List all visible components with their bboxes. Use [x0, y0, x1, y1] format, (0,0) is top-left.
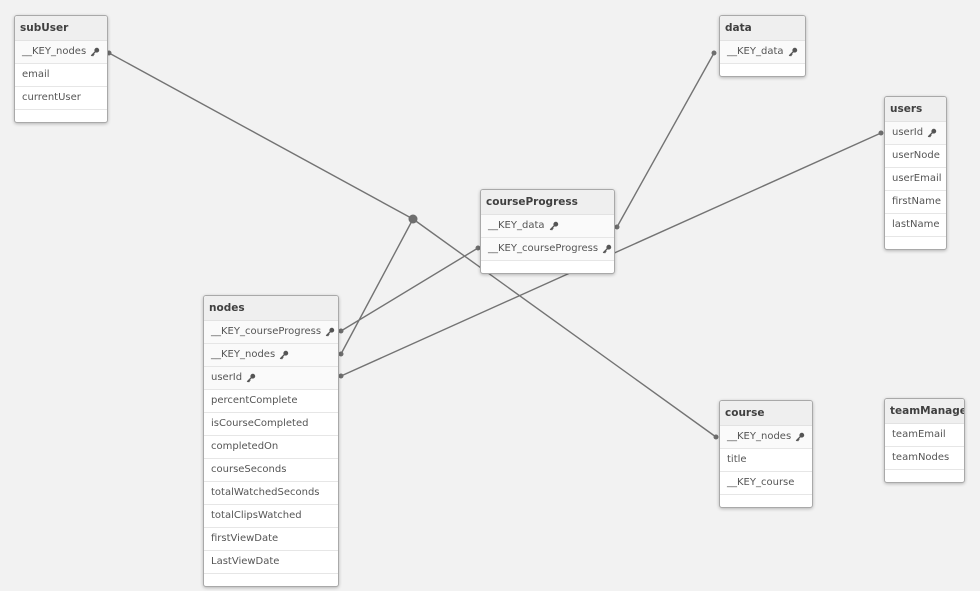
field-label: totalClipsWatched — [211, 510, 302, 521]
link-courseprogress-data — [616, 52, 715, 228]
table-title[interactable]: subUser — [15, 16, 107, 41]
field-row[interactable]: __KEY_courseProgress — [204, 321, 338, 344]
field-row[interactable]: firstViewDate — [204, 528, 338, 551]
field-label: LastViewDate — [211, 556, 280, 567]
link-end-dot — [475, 245, 481, 251]
key-icon — [549, 221, 558, 231]
field-label: userEmail — [892, 173, 942, 184]
link-end-dot — [711, 50, 717, 56]
field-row[interactable]: totalClipsWatched — [204, 505, 338, 528]
link-hub-dot — [408, 214, 418, 224]
key-icon — [795, 432, 805, 442]
field-label: userId — [892, 127, 924, 138]
field-label: firstName — [892, 196, 942, 207]
link-end-dot — [614, 224, 620, 230]
table-data[interactable]: data __KEY_data — [719, 15, 806, 77]
field-label: __KEY_nodes — [22, 46, 87, 57]
field-row[interactable]: currentUser — [15, 87, 107, 110]
table-users[interactable]: users userId userNode userEmail firstName las… — [884, 96, 947, 250]
field-label: courseSeconds — [211, 464, 287, 475]
field-label: __KEY_courseProgress — [488, 243, 599, 254]
table-title[interactable]: course — [720, 401, 812, 426]
field-row[interactable]: __KEY_course — [720, 472, 812, 495]
field-row[interactable]: courseSeconds — [204, 459, 338, 482]
table-footer — [885, 470, 964, 482]
field-row[interactable]: firstName — [885, 191, 946, 214]
table-footer — [885, 237, 946, 249]
field-label: __KEY_data — [488, 220, 545, 231]
field-label: firstViewDate — [211, 533, 279, 544]
key-icon — [325, 327, 335, 337]
link-end-dot — [713, 434, 719, 440]
field-row[interactable]: __KEY_nodes — [204, 344, 338, 367]
key-icon — [788, 47, 797, 57]
field-label: __KEY_courseProgress — [211, 326, 322, 337]
field-row[interactable]: __KEY_nodes — [720, 426, 812, 449]
link-hub-course — [412, 218, 717, 438]
key-icon — [279, 350, 289, 360]
table-title[interactable]: users — [885, 97, 946, 122]
link-end-dot — [338, 351, 344, 357]
key-icon — [602, 244, 612, 254]
table-footer — [481, 261, 614, 273]
field-label: __KEY_nodes — [727, 431, 792, 442]
field-row[interactable]: teamNodes — [885, 447, 964, 470]
table-title[interactable]: nodes — [204, 296, 338, 321]
field-label: userId — [211, 372, 243, 383]
field-row[interactable]: email — [15, 64, 107, 87]
field-row[interactable]: title — [720, 449, 812, 472]
key-icon — [90, 47, 100, 57]
link-subuser-nodes — [108, 52, 414, 220]
field-row[interactable]: userId — [204, 367, 338, 390]
field-row[interactable]: teamEmail — [885, 424, 964, 447]
table-title[interactable]: data — [720, 16, 805, 41]
table-footer — [204, 574, 338, 586]
field-label: __KEY_nodes — [211, 349, 276, 360]
field-row[interactable]: userEmail — [885, 168, 946, 191]
field-label: completedOn — [211, 441, 279, 452]
field-label: userNode — [892, 150, 940, 161]
field-label: lastName — [892, 219, 940, 230]
link-nodes-courseprogress — [340, 247, 479, 332]
field-label: email — [22, 69, 50, 80]
table-footer — [720, 495, 812, 507]
field-row[interactable]: LastViewDate — [204, 551, 338, 574]
field-row[interactable]: lastName — [885, 214, 946, 237]
link-hub-nodes — [340, 218, 414, 355]
key-icon — [246, 373, 256, 383]
table-title[interactable]: courseProgress — [481, 190, 614, 215]
field-label: percentComplete — [211, 395, 298, 406]
table-title[interactable]: teamManagers — [885, 399, 964, 424]
table-teamManagers[interactable]: teamManagers teamEmail teamNodes — [884, 398, 965, 483]
field-label: isCourseCompleted — [211, 418, 309, 429]
field-row[interactable]: isCourseCompleted — [204, 413, 338, 436]
table-courseProgress[interactable]: courseProgress __KEY_data __KEY_courseProg… — [480, 189, 615, 274]
table-footer — [720, 64, 805, 76]
key-icon — [927, 128, 937, 138]
field-row[interactable]: completedOn — [204, 436, 338, 459]
field-row[interactable]: __KEY_data — [481, 215, 614, 238]
field-row[interactable]: __KEY_courseProgress — [481, 238, 614, 261]
field-label: teamNodes — [892, 452, 950, 463]
table-footer — [15, 110, 107, 122]
field-row[interactable]: userNode — [885, 145, 946, 168]
link-end-dot — [878, 130, 884, 136]
field-label: __KEY_course — [727, 477, 795, 488]
field-row[interactable]: __KEY_nodes — [15, 41, 107, 64]
field-row[interactable]: totalWatchedSeconds — [204, 482, 338, 505]
field-label: totalWatchedSeconds — [211, 487, 320, 498]
field-row[interactable]: userId — [885, 122, 946, 145]
field-label: __KEY_data — [727, 46, 784, 57]
link-end-dot — [338, 328, 344, 334]
field-row[interactable]: percentComplete — [204, 390, 338, 413]
field-row[interactable]: __KEY_data — [720, 41, 805, 64]
link-end-dot — [338, 373, 344, 379]
field-label: teamEmail — [892, 429, 946, 440]
field-label: title — [727, 454, 747, 465]
field-label: currentUser — [22, 92, 81, 103]
